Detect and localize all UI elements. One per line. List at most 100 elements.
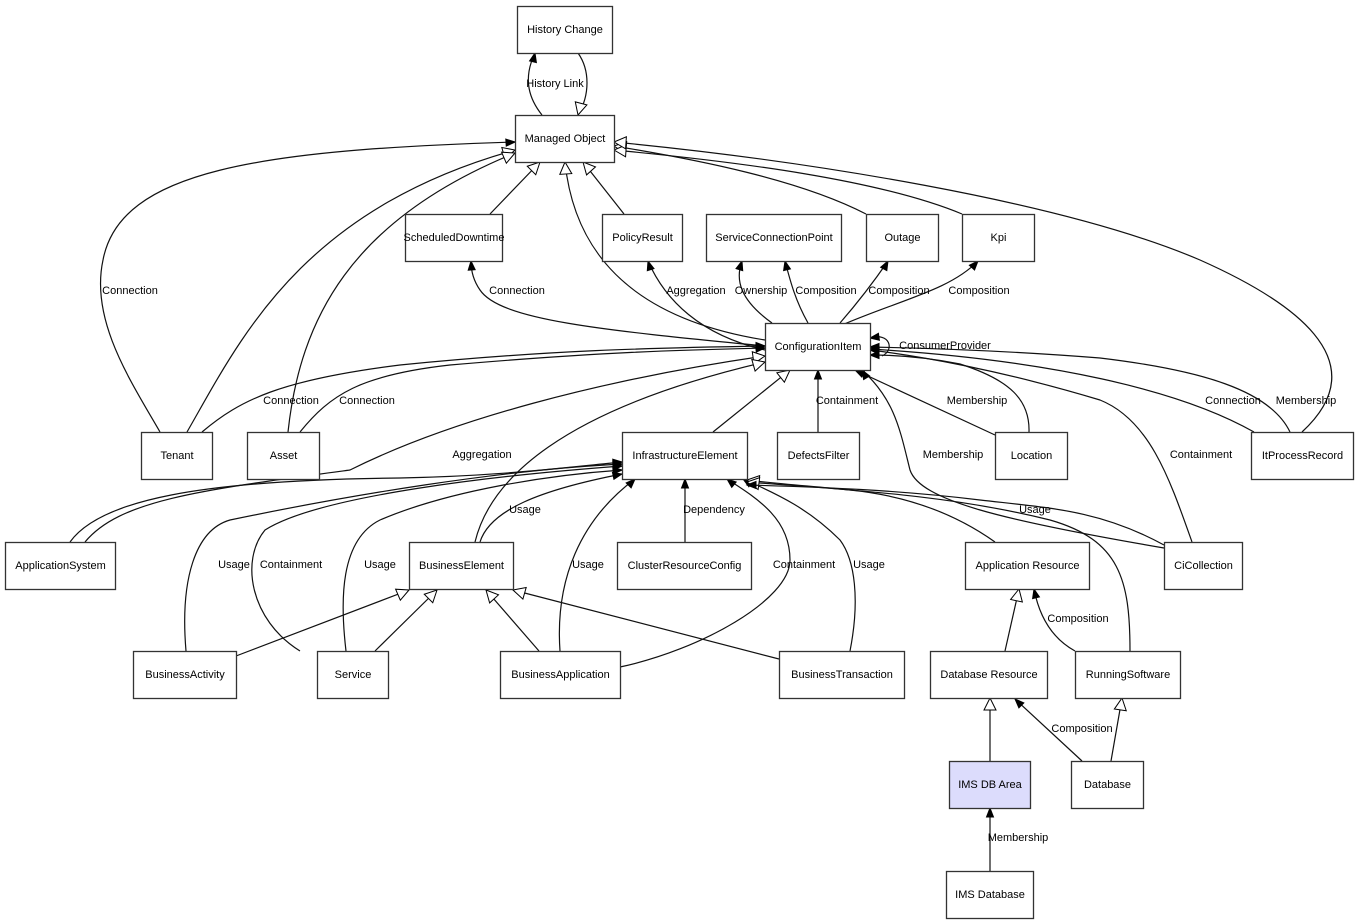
edge-line — [619, 478, 791, 668]
node-managed-object[interactable]: Managed Object — [514, 114, 616, 164]
node-box[interactable] — [516, 5, 614, 55]
node-box[interactable] — [1070, 760, 1145, 810]
edge-business-application-to-business-element — [485, 589, 540, 652]
edge-cluster-resource-config-to-infrastructure-element — [680, 477, 690, 542]
node-label: BusinessApplication — [511, 669, 609, 681]
node-policy-result[interactable]: PolicyResult — [601, 213, 684, 263]
edge-managed-object-to-history-change — [527, 51, 543, 116]
node-box[interactable] — [961, 213, 1036, 263]
node-box[interactable] — [994, 431, 1069, 481]
edge-configuration-item-to-scheduled-downtime — [467, 259, 766, 347]
node-box[interactable] — [778, 650, 906, 700]
inheritance-arrowhead-icon — [485, 589, 500, 604]
node-box[interactable] — [616, 541, 753, 591]
edge-line — [712, 369, 791, 433]
association-arrowhead-icon — [735, 259, 744, 272]
node-ims-db-area[interactable]: IMS DB Area — [948, 760, 1032, 810]
node-box[interactable] — [4, 541, 117, 591]
node-box[interactable] — [514, 114, 616, 164]
edge-line — [84, 355, 766, 543]
edge-label: Usage — [853, 559, 885, 571]
node-database[interactable]: Database — [1070, 760, 1145, 810]
edge-label: Connection — [263, 395, 319, 407]
node-application-resource[interactable]: Application Resource — [964, 541, 1091, 591]
node-service-connection-point[interactable]: ServiceConnectionPoint — [705, 213, 843, 263]
node-box[interactable] — [316, 650, 390, 700]
node-box[interactable] — [1074, 650, 1182, 700]
node-defects-filter[interactable]: DefectsFilter — [776, 431, 861, 481]
node-box[interactable] — [246, 431, 321, 481]
node-box[interactable] — [776, 431, 861, 481]
association-arrowhead-icon — [1032, 587, 1041, 600]
node-scheduled-downtime[interactable]: ScheduledDowntime — [404, 213, 505, 263]
node-box[interactable] — [948, 760, 1032, 810]
association-arrowhead-icon — [1014, 698, 1025, 709]
edge-line — [613, 149, 963, 215]
node-configuration-item[interactable]: ConfigurationItem — [764, 322, 872, 372]
node-database-resource[interactable]: Database Resource — [929, 650, 1049, 700]
inheritance-arrowhead-icon — [751, 358, 767, 372]
edges-layer — [69, 51, 1333, 871]
inheritance-arrowhead-icon — [574, 101, 588, 117]
edge-configuration-item-to-managed-object — [559, 160, 766, 341]
node-cluster-resource-config[interactable]: ClusterResourceConfig — [616, 541, 753, 591]
node-box[interactable] — [945, 870, 1035, 920]
edge-infrastructure-element-to-configuration-item — [712, 369, 791, 433]
node-box[interactable] — [1250, 431, 1355, 481]
node-box[interactable] — [964, 541, 1091, 591]
node-service[interactable]: Service — [316, 650, 390, 700]
node-infrastructure-element[interactable]: InfrastructureElement — [621, 431, 749, 481]
edge-label: Connection — [489, 285, 545, 297]
node-box[interactable] — [140, 431, 214, 481]
node-business-element[interactable]: BusinessElement — [408, 541, 515, 591]
association-arrowhead-icon — [868, 342, 880, 352]
edge-line — [287, 152, 516, 433]
node-box[interactable] — [764, 322, 872, 372]
edge-label: Containment — [816, 395, 878, 407]
node-box[interactable] — [132, 650, 238, 700]
edge-location-to-configuration-item — [868, 350, 1030, 433]
edge-line — [235, 589, 410, 657]
edge-label: Usage — [1019, 504, 1051, 516]
node-box[interactable] — [499, 650, 622, 700]
node-box[interactable] — [601, 213, 684, 263]
node-ims-database[interactable]: IMS Database — [945, 870, 1035, 920]
edge-line — [869, 349, 1193, 543]
node-it-process-record[interactable]: ItProcessRecord — [1250, 431, 1355, 481]
edge-line — [374, 589, 438, 652]
node-business-application[interactable]: BusinessApplication — [499, 650, 622, 700]
association-arrowhead-icon — [646, 259, 655, 272]
node-application-system[interactable]: ApplicationSystem — [4, 541, 117, 591]
node-box[interactable] — [865, 213, 940, 263]
edge-line — [841, 260, 979, 326]
node-running-software[interactable]: RunningSoftware — [1074, 650, 1182, 700]
node-box[interactable] — [408, 541, 515, 591]
node-outage[interactable]: Outage — [865, 213, 940, 263]
node-location[interactable]: Location — [994, 431, 1069, 481]
node-label: PolicyResult — [612, 232, 673, 244]
edge-label: History Link — [526, 78, 584, 90]
node-label: CiCollection — [1174, 560, 1233, 572]
association-arrowhead-icon — [745, 480, 757, 490]
association-arrowhead-icon — [467, 259, 476, 271]
edge-label: Usage — [218, 559, 250, 571]
node-business-activity[interactable]: BusinessActivity — [132, 650, 238, 700]
node-label: Database Resource — [940, 669, 1037, 681]
node-box[interactable] — [929, 650, 1049, 700]
node-history-change[interactable]: History Change — [516, 5, 614, 55]
association-arrowhead-icon — [505, 138, 517, 147]
node-ci-collection[interactable]: CiCollection — [1163, 541, 1244, 591]
node-box[interactable] — [705, 213, 843, 263]
node-label: ServiceConnectionPoint — [715, 232, 832, 244]
node-tenant[interactable]: Tenant — [140, 431, 214, 481]
node-box[interactable] — [404, 213, 504, 263]
edge-label: Aggregation — [666, 285, 725, 297]
node-box[interactable] — [621, 431, 749, 481]
node-business-transaction[interactable]: BusinessTransaction — [778, 650, 906, 700]
association-arrowhead-icon — [611, 471, 624, 481]
node-label: BusinessTransaction — [791, 669, 893, 681]
node-asset[interactable]: Asset — [246, 431, 321, 481]
inheritance-arrowhead-icon — [511, 586, 527, 600]
node-kpi[interactable]: Kpi — [961, 213, 1036, 263]
node-box[interactable] — [1163, 541, 1244, 591]
